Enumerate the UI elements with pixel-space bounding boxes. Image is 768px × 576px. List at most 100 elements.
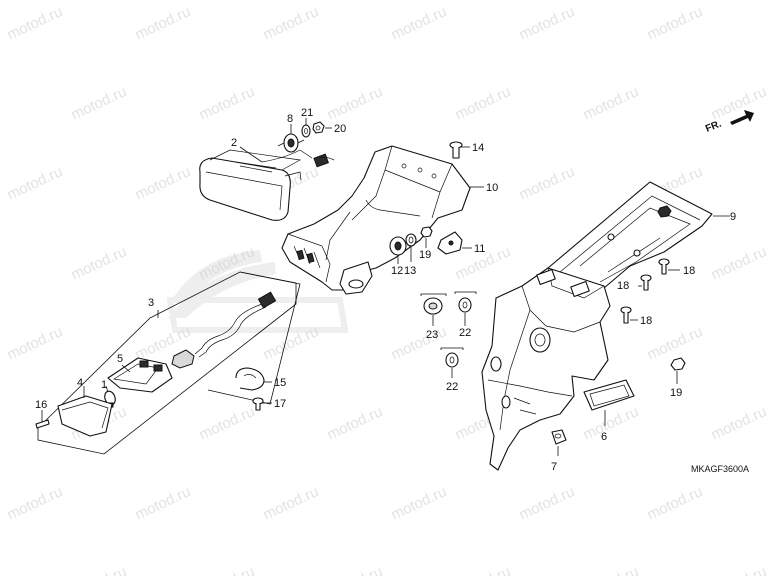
watermark-text: motod.ru (325, 563, 386, 576)
callout-c18c: 18 (640, 315, 652, 327)
screw (449, 141, 463, 159)
license-light-harness (171, 291, 277, 369)
rear-fender (481, 267, 611, 471)
watermark-text: motod.ru (197, 563, 258, 576)
watermark-text: motod.ru (197, 83, 258, 123)
watermark-text: motod.ru (709, 563, 768, 576)
watermark-text: motod.ru (517, 483, 578, 523)
grommet-lower (389, 236, 407, 256)
watermark-text: motod.ru (133, 3, 194, 43)
callout-c15: 15 (274, 377, 286, 389)
callout-c10: 10 (486, 182, 498, 194)
watermark-text: motod.ru (261, 3, 322, 43)
callout-c21: 21 (301, 107, 313, 119)
callout-c7: 7 (551, 461, 557, 473)
leader-lines (41, 118, 730, 456)
license-light-base (107, 357, 173, 393)
watermark-text: motod.ru (389, 323, 450, 363)
watermark-text: motod.ru (261, 483, 322, 523)
nut-right (670, 357, 686, 371)
screw-lens (35, 419, 50, 429)
callout-c20: 20 (334, 123, 346, 135)
callout-c23: 23 (426, 329, 438, 341)
watermark-text: motod.ru (581, 83, 642, 123)
watermark-text: motod.ru (133, 163, 194, 203)
watermark-text: motod.ru (325, 403, 386, 443)
watermark-text: motod.ru (389, 483, 450, 523)
callout-c18b: 18 (617, 280, 629, 292)
watermark-text: motod.ru (709, 243, 768, 283)
collar (405, 233, 417, 247)
watermark-text: motod.ru (517, 3, 578, 43)
watermark-text: motod.ru (517, 163, 578, 203)
watermark-text: motod.ru (0, 83, 1, 123)
watermark-text: motod.ru (133, 483, 194, 523)
callout-c2: 2 (231, 137, 237, 149)
bolt-upper (658, 258, 670, 275)
callout-c12: 12 (391, 265, 403, 277)
watermark-text: motod.ru (5, 163, 66, 203)
bolt-lower (620, 306, 632, 324)
callout-c18a: 18 (683, 265, 695, 277)
watermark-text: motod.ru (5, 3, 66, 43)
bolt-clamp (252, 397, 264, 411)
callout-c19b: 19 (670, 387, 682, 399)
callout-c17: 17 (274, 398, 286, 410)
callout-c19a: 19 (419, 249, 431, 261)
reflector-nut (551, 429, 567, 445)
callout-c5: 5 (117, 353, 123, 365)
watermark-text: motod.ru (5, 483, 66, 523)
watermark-text: motod.ru (69, 243, 130, 283)
callout-c4: 4 (77, 377, 83, 389)
drawing-code: MKAGF3600A (691, 464, 749, 474)
callout-c16: 16 (35, 399, 47, 411)
washer-brackets (420, 291, 477, 350)
subassembly-outline (37, 271, 301, 455)
watermark-text: motod.ru (0, 243, 1, 283)
watermark-text: motod.ru (389, 3, 450, 43)
callout-c22b: 22 (446, 381, 458, 393)
callout-c14: 14 (472, 142, 484, 154)
callout-c13: 13 (404, 265, 416, 277)
license-bracket-cover (281, 145, 471, 295)
watermark-text: motod.ru (453, 563, 514, 576)
callout-c1: 1 (101, 379, 107, 391)
bolt-middle (640, 274, 652, 291)
watermark-text: motod.ru (645, 483, 706, 523)
watermark-text: motod.ru (581, 403, 642, 443)
washer (301, 124, 311, 138)
watermark-text: motod.ru (581, 563, 642, 576)
tail-light-unit (199, 149, 335, 221)
rear-reflector (583, 379, 635, 411)
nut-small (420, 226, 433, 238)
license-light-lens (57, 395, 113, 437)
spacer (423, 297, 443, 315)
watermark-text: motod.ru (709, 83, 768, 123)
watermark-text: motod.ru (709, 403, 768, 443)
callout-c6: 6 (601, 431, 607, 443)
watermark-text: motod.ru (69, 83, 130, 123)
callout-c9: 9 (730, 211, 736, 223)
callout-c3: 3 (148, 297, 154, 309)
callout-c8: 8 (287, 113, 293, 125)
watermark-text: motod.ru (453, 83, 514, 123)
brand-logo-watermark (166, 250, 349, 333)
watermark-text: motod.ru (5, 323, 66, 363)
watermark-text: motod.ru (197, 403, 258, 443)
watermark-text: motod.ru (645, 323, 706, 363)
watermark-text: motod.ru (645, 3, 706, 43)
mounting-clip (437, 231, 463, 255)
callout-c22a: 22 (459, 327, 471, 339)
wire-clamp (235, 367, 265, 391)
grommet (277, 133, 305, 153)
washer-lower (445, 352, 459, 368)
washer-upper (458, 297, 472, 313)
watermark-text: motod.ru (69, 563, 130, 576)
nut (312, 121, 325, 134)
callout-c11: 11 (474, 243, 485, 255)
watermark-text: motod.ru (0, 563, 1, 576)
